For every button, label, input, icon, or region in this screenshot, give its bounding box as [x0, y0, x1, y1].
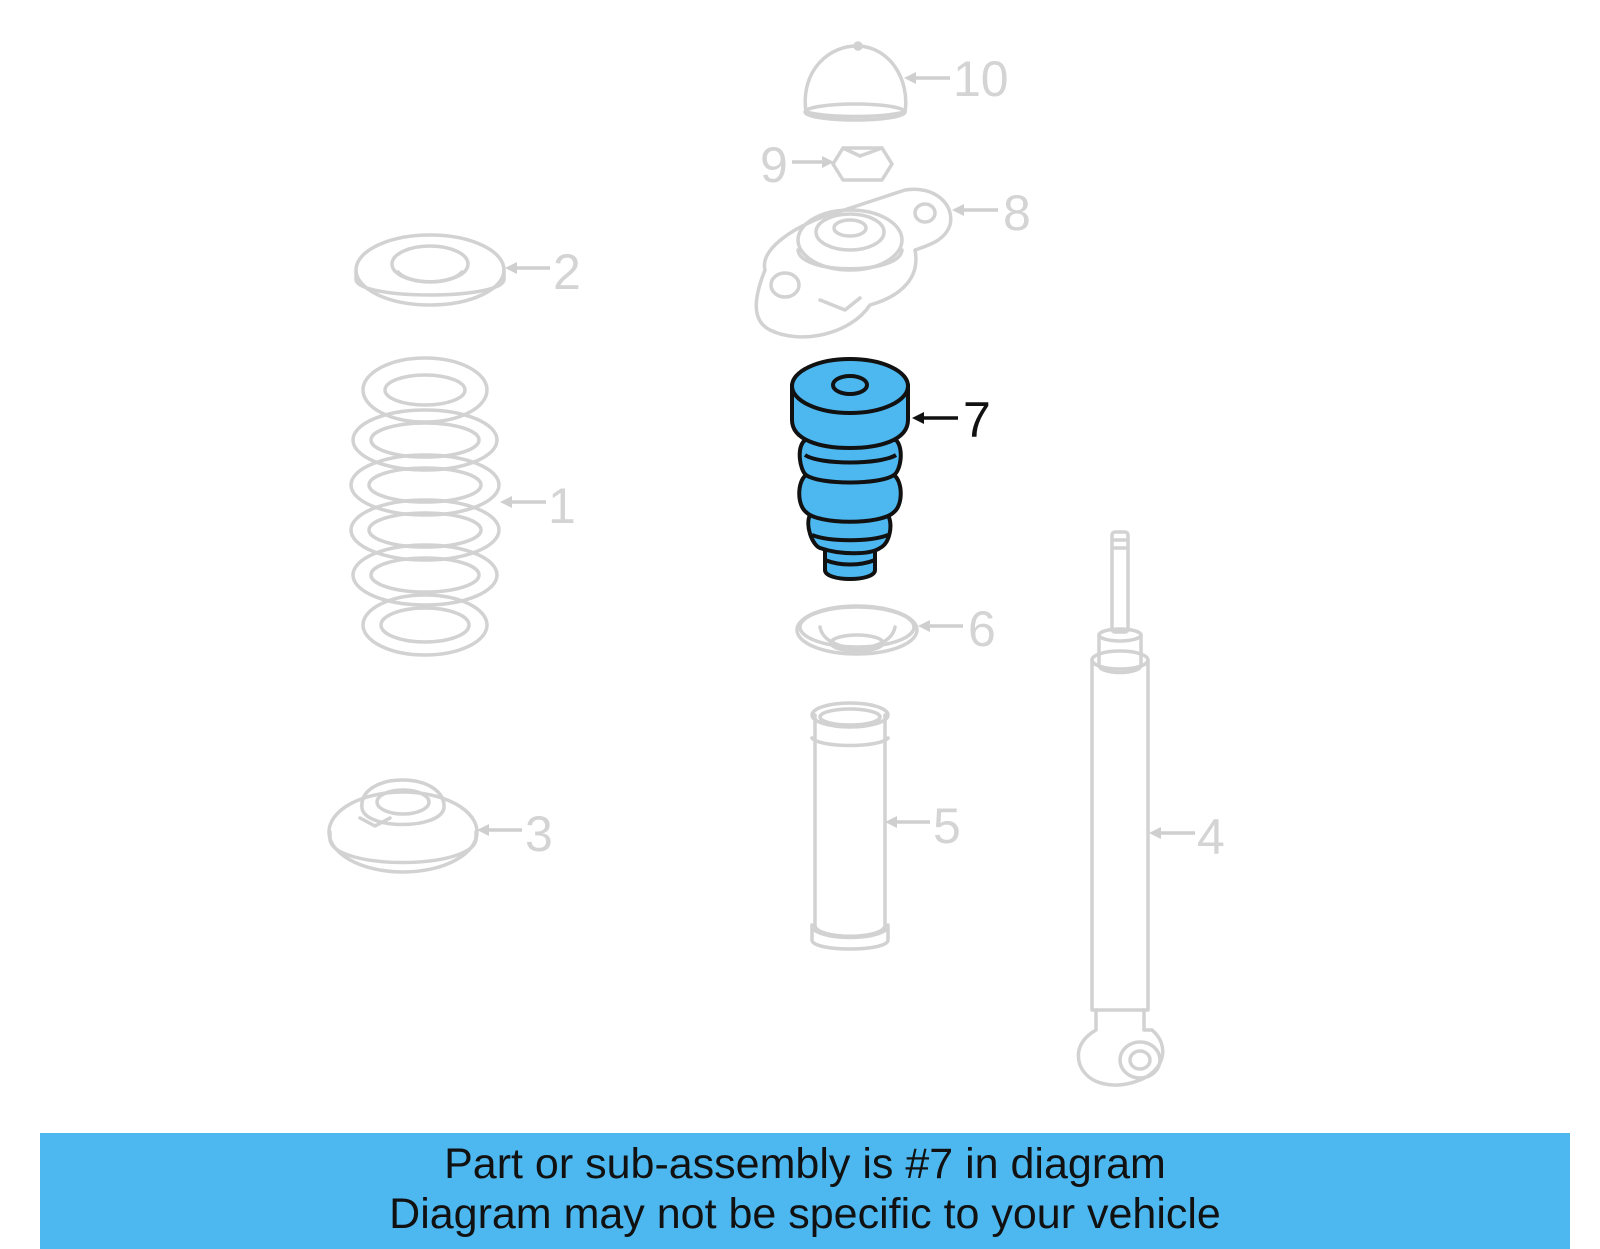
callout-arrow-5: [885, 816, 930, 828]
notice-line-part: Part or sub-assembly is #7 in diagram: [444, 1140, 1166, 1188]
callout-10: 10: [953, 51, 1009, 107]
callout-8: 8: [1003, 185, 1031, 241]
part-10-cap[interactable]: [803, 41, 908, 122]
callout-5: 5: [933, 798, 961, 854]
part-9-nut[interactable]: [831, 146, 894, 182]
exploded-parts-diagram: 10 9 8 7: [327, 41, 1225, 1087]
callout-4: 4: [1197, 809, 1225, 865]
notice-line-disclaimer: Diagram may not be specific to your vehi…: [389, 1190, 1221, 1238]
callout-9: 9: [760, 137, 788, 193]
callout-arrow-9: [792, 156, 834, 168]
part-3-lower-seat[interactable]: [327, 778, 479, 874]
diagram-notice-banner: Part or sub-assembly is #7 in diagram Di…: [40, 1133, 1570, 1249]
callout-arrow-1: [500, 496, 546, 508]
callout-arrow-3: [477, 824, 522, 836]
callout-arrow-10: [904, 72, 950, 84]
callout-arrow-7: [912, 412, 958, 424]
callout-arrow-8: [952, 204, 998, 216]
callout-2: 2: [553, 244, 581, 300]
callout-6: 6: [968, 601, 996, 657]
part-7-bump-stop[interactable]: [790, 357, 910, 581]
callout-7: 7: [963, 392, 991, 448]
part-2-spring-pad[interactable]: [354, 233, 506, 307]
part-1-coil-spring[interactable]: [349, 356, 501, 657]
part-4-shock-absorber[interactable]: [1076, 530, 1165, 1087]
part-5-dust-boot[interactable]: [810, 701, 890, 951]
callout-3: 3: [525, 806, 553, 862]
part-6-seat[interactable]: [795, 604, 919, 656]
callout-1: 1: [548, 478, 576, 534]
callout-arrow-2: [505, 262, 550, 274]
part-8-strut-mount[interactable]: [754, 187, 953, 339]
callout-arrow-6: [918, 620, 963, 632]
callout-arrow-4: [1149, 827, 1195, 839]
